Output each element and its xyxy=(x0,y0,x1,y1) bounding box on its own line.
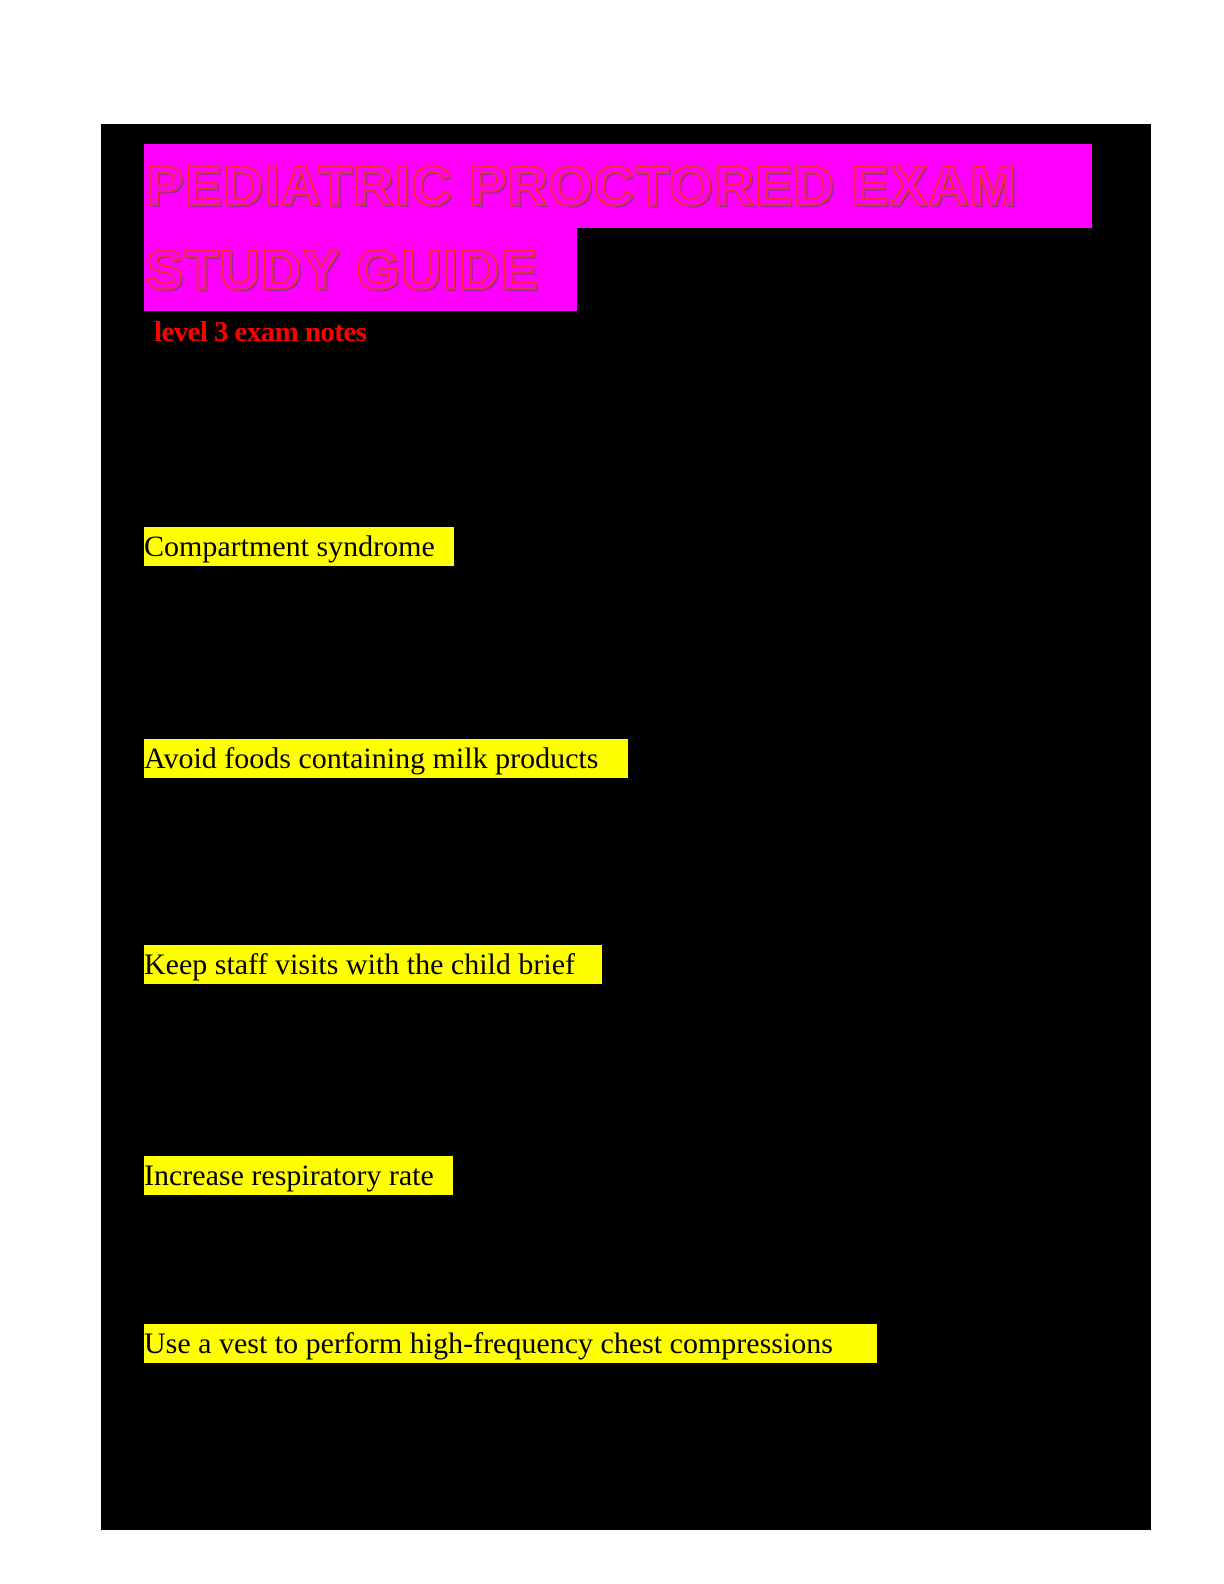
highlighted-answer-3: Keep staff visits with the child brief xyxy=(144,945,602,984)
document-title-line-1: PEDIATRIC PROCTORED EXAM xyxy=(144,144,1092,228)
highlighted-answer-5: Use a vest to perform high-frequency che… xyxy=(144,1324,877,1363)
highlighted-answer-1: Compartment syndrome xyxy=(144,527,454,566)
highlighted-answer-2: Avoid foods containing milk products xyxy=(144,739,628,778)
document-title-line-2: STUDY GUIDE xyxy=(144,228,577,311)
highlighted-answer-4: Increase respiratory rate xyxy=(144,1156,453,1195)
document-subtitle: level 3 exam notes xyxy=(154,316,367,348)
redacted-content-block xyxy=(101,124,1151,1530)
